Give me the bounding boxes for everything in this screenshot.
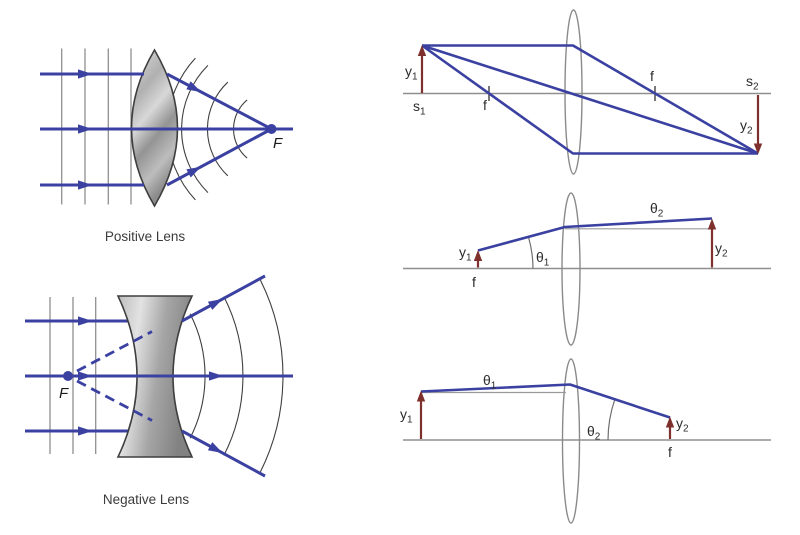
negative-lens-figure: F Negative Lens xyxy=(25,274,293,507)
label-theta1: θ1 xyxy=(536,249,550,269)
image-arrow xyxy=(665,416,675,439)
image-arrow xyxy=(707,218,717,268)
chief-ray xyxy=(420,383,671,419)
ray-arrowhead xyxy=(78,426,93,436)
label-s2: s2 xyxy=(746,73,759,93)
negative-lens-input-rays xyxy=(25,319,128,433)
thin-lens xyxy=(561,192,581,346)
positive-lens-caption: Positive Lens xyxy=(105,229,186,244)
label-f-front: f xyxy=(483,97,487,113)
chief-ray xyxy=(477,217,713,252)
image-arrow xyxy=(753,95,763,155)
label-y1: y1 xyxy=(459,244,472,264)
ray-diagram-conjugate-planes: y1 s1 f f s2 y2 xyxy=(403,9,771,175)
positive-lens-figure: F Positive Lens xyxy=(40,48,293,244)
positive-lens-rays xyxy=(40,69,293,190)
label-theta2: θ2 xyxy=(587,423,601,443)
label-y2: y2 xyxy=(676,415,689,435)
ray-arrowhead xyxy=(207,298,223,310)
thin-lens xyxy=(561,358,581,524)
focal-point-dot xyxy=(266,124,277,134)
plane-wavefront-lines xyxy=(61,48,132,205)
ray-arrowhead xyxy=(186,166,202,178)
object-arrow xyxy=(417,45,427,93)
ray-arrowhead xyxy=(209,371,224,381)
ray-diagram-image-at-focus: θ1 y1 θ2 y2 f xyxy=(400,358,771,524)
focal-point-label: F xyxy=(59,385,69,402)
ray-arrowhead xyxy=(78,124,93,134)
label-y2: y2 xyxy=(715,240,728,260)
ray-arrowhead xyxy=(78,180,93,190)
focal-point-dot xyxy=(63,371,73,381)
label-f-back: f xyxy=(650,68,654,84)
label-y1: y1 xyxy=(400,406,413,426)
ray-arrowhead xyxy=(207,442,223,454)
conjugate-rays xyxy=(421,44,759,155)
ray-arrowhead xyxy=(186,81,202,93)
label-f: f xyxy=(668,444,672,460)
label-y1: y1 xyxy=(405,63,418,83)
object-arrow xyxy=(416,390,426,439)
label-s1: s1 xyxy=(413,98,426,118)
theta2-angle-arc xyxy=(607,399,616,441)
object-arrow xyxy=(473,250,483,268)
ray-arrowhead xyxy=(78,371,93,381)
ray-arrowhead xyxy=(78,316,93,326)
label-y2: y2 xyxy=(740,117,753,137)
ray-arrowhead xyxy=(78,69,93,79)
label-theta1: θ1 xyxy=(483,372,497,392)
focal-point-label: F xyxy=(273,135,283,152)
ray-diagram-object-at-focus: y1 f θ1 θ2 y2 xyxy=(403,192,771,346)
label-f: f xyxy=(472,274,476,290)
label-theta2: θ2 xyxy=(650,200,664,220)
negative-lens-caption: Negative Lens xyxy=(103,492,190,507)
theta1-angle-arc xyxy=(528,237,534,269)
